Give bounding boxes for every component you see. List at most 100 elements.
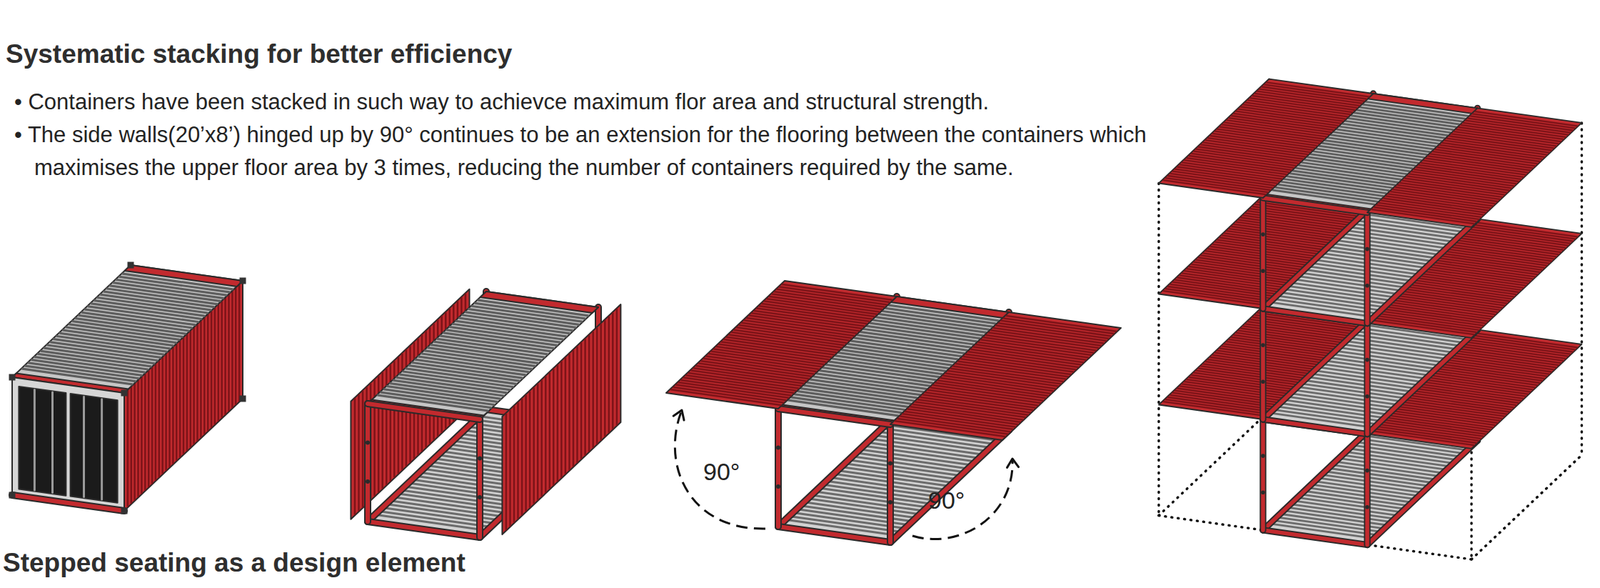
dotted-outline xyxy=(1158,411,1269,516)
bottom-rail xyxy=(367,521,480,537)
dotted-outline xyxy=(1471,454,1582,560)
corrugation xyxy=(1475,222,1578,237)
bottom-rail xyxy=(1263,308,1368,324)
corner-post xyxy=(1259,308,1266,420)
corrugation xyxy=(560,361,563,477)
corner-casting xyxy=(239,395,247,402)
corrugation xyxy=(394,496,505,513)
corner-post xyxy=(888,424,893,542)
corrugation xyxy=(1329,247,1432,262)
corrugation xyxy=(130,386,133,503)
corrugation xyxy=(227,294,230,411)
corrugation xyxy=(140,377,143,494)
bottom-rail xyxy=(1263,314,1373,420)
corrugation xyxy=(1472,334,1576,350)
corner-post xyxy=(364,403,372,522)
top-rail xyxy=(1263,197,1368,213)
bottom-rail xyxy=(1367,329,1478,434)
top-rail xyxy=(367,403,480,420)
corrugation xyxy=(801,505,912,522)
corner-post xyxy=(1363,212,1371,324)
corner-post xyxy=(1260,308,1266,420)
corrugation xyxy=(207,314,210,431)
corrugation xyxy=(1343,233,1446,248)
corrugation xyxy=(1003,318,1114,335)
hinge-bolt xyxy=(365,479,370,484)
corrugation xyxy=(576,346,579,462)
stack-level xyxy=(1158,189,1582,435)
corrugation xyxy=(1340,237,1443,252)
corrugation xyxy=(820,487,931,504)
door xyxy=(18,386,66,496)
corrugation xyxy=(398,493,509,510)
corrugation xyxy=(1312,373,1415,388)
roof-end-beam xyxy=(891,296,1009,318)
rotation-arrow xyxy=(912,458,1013,540)
bottom-rail xyxy=(12,494,125,511)
corrugation xyxy=(1287,285,1391,300)
angle-label: 90° xyxy=(703,456,740,487)
corrugation xyxy=(144,374,147,490)
corrugation xyxy=(238,284,241,401)
hinge-bolt xyxy=(1260,269,1266,274)
corrugation xyxy=(805,501,916,518)
corner-post xyxy=(774,408,782,527)
corrugation xyxy=(529,391,532,507)
corrugation xyxy=(196,324,199,441)
corrugation xyxy=(1005,315,1116,332)
corrugation xyxy=(868,441,979,458)
corrugation xyxy=(853,456,964,472)
corner-casting xyxy=(9,491,16,499)
corner-post xyxy=(886,424,894,542)
bottom-rail xyxy=(778,414,897,527)
door xyxy=(70,393,118,503)
dotted-outline xyxy=(1157,183,1161,516)
corrugation xyxy=(1298,276,1401,291)
corrugation xyxy=(1308,376,1411,392)
closed-container xyxy=(9,262,247,515)
hinge-bolt xyxy=(477,494,482,500)
hinged-wall-flap xyxy=(890,312,1121,440)
corrugation xyxy=(1472,224,1576,239)
corrugation xyxy=(154,364,158,480)
hinged-wall-flap xyxy=(666,280,897,409)
hinge-bolt xyxy=(1365,357,1370,362)
hinge-bolt xyxy=(1260,232,1266,237)
corrugation xyxy=(1346,451,1449,467)
bottom-rail xyxy=(1367,440,1478,545)
corrugation xyxy=(151,367,154,484)
hinged-container xyxy=(666,280,1121,542)
angle-label: 90° xyxy=(928,485,965,515)
hinge-bolt xyxy=(1260,379,1266,385)
bottom-rail xyxy=(1263,308,1368,324)
corrugation xyxy=(532,387,535,504)
bullet-note: • Containers have been stacked in such w… xyxy=(14,85,1157,119)
corrugation xyxy=(564,357,567,474)
corrugation xyxy=(599,324,602,440)
lock-bar xyxy=(33,389,36,490)
corrugation xyxy=(158,361,161,477)
section-title: Stepped seating as a design element xyxy=(2,546,466,579)
bottom-rail xyxy=(1263,529,1368,545)
corrugation xyxy=(1312,484,1415,499)
corrugation xyxy=(516,402,520,519)
bottom-rail xyxy=(1367,329,1478,434)
corrugation xyxy=(1332,243,1436,258)
corrugation xyxy=(513,406,516,522)
bottom-rail xyxy=(1263,419,1368,435)
corrugation xyxy=(816,491,927,507)
corrugation xyxy=(1343,344,1446,359)
corrugation xyxy=(1305,491,1408,506)
corrugation xyxy=(1322,474,1426,490)
corrugation xyxy=(1325,471,1428,486)
corrugation xyxy=(544,376,547,492)
corrugation xyxy=(1340,458,1443,473)
corrugation xyxy=(405,486,516,502)
corrugation xyxy=(182,337,185,454)
corrugation xyxy=(1287,506,1391,522)
corrugation xyxy=(1475,332,1578,347)
corrugation xyxy=(572,350,575,467)
hinge-bolt xyxy=(1365,247,1370,252)
top-rail xyxy=(367,403,480,420)
